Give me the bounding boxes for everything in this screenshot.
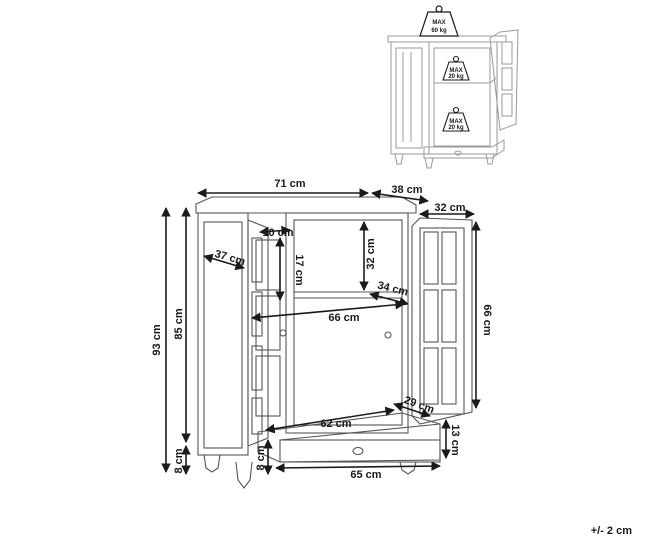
leg bbox=[203, 454, 221, 473]
weight-shelf-max: MAX bbox=[449, 68, 462, 74]
weight-top-value: 60 kg bbox=[431, 28, 447, 34]
weight-icon: MAX 60 kg bbox=[419, 5, 459, 37]
dimension-lines bbox=[161, 188, 481, 475]
cabinet-top bbox=[195, 196, 417, 214]
dim-drawer-leg: 8 cm bbox=[255, 445, 267, 470]
weight-bottom-max: MAX bbox=[449, 119, 462, 125]
dim-inner-width: 66 cm bbox=[328, 312, 359, 324]
thumb-drawer bbox=[423, 139, 505, 159]
dim-door-depth: 32 cm bbox=[434, 202, 465, 214]
dim-stile: 10 cm bbox=[262, 227, 293, 239]
dim-body-height: 85 cm bbox=[173, 308, 185, 339]
dim-leg-height: 8 cm bbox=[173, 448, 185, 473]
dim-total-height: 93 cm bbox=[151, 324, 163, 355]
cabinet-outline bbox=[195, 196, 473, 489]
tolerance-note: +/- 2 cm bbox=[590, 525, 632, 537]
dim-drawer-width: 65 cm bbox=[350, 469, 381, 481]
dim-depth-top: 38 cm bbox=[391, 184, 422, 196]
weight-icon: MAX 20 kg bbox=[442, 106, 470, 132]
weight-shelf-value: 20 kg bbox=[448, 74, 464, 80]
leg bbox=[399, 461, 417, 475]
dim-door-height: 66 cm bbox=[481, 304, 493, 335]
dim-inner-width-bottom: 62 cm bbox=[320, 418, 351, 430]
dim-shelf-gap: 32 cm bbox=[365, 238, 377, 269]
dim-drawer-height: 13 cm bbox=[449, 424, 461, 455]
thumb-left-side bbox=[390, 41, 430, 155]
weight-bottom-value: 20 kg bbox=[448, 125, 464, 131]
load-thumbnail bbox=[387, 29, 519, 169]
left-door bbox=[247, 219, 269, 447]
dim-upper-height: 17 cm bbox=[293, 254, 305, 285]
thumb-right-door bbox=[489, 29, 519, 131]
thumb-interior bbox=[433, 47, 491, 147]
leg bbox=[235, 461, 253, 489]
thumb-top bbox=[387, 35, 507, 43]
thumb-side-panel bbox=[395, 47, 423, 149]
weight-top-max: MAX bbox=[432, 20, 445, 26]
dim-shelf-depth: 34 cm bbox=[376, 279, 409, 298]
drawer-knob bbox=[352, 446, 364, 456]
weight-icon: MAX 20 kg bbox=[442, 55, 470, 81]
thumb-carcass bbox=[428, 41, 498, 155]
dim-width-top: 71 cm bbox=[274, 178, 305, 190]
